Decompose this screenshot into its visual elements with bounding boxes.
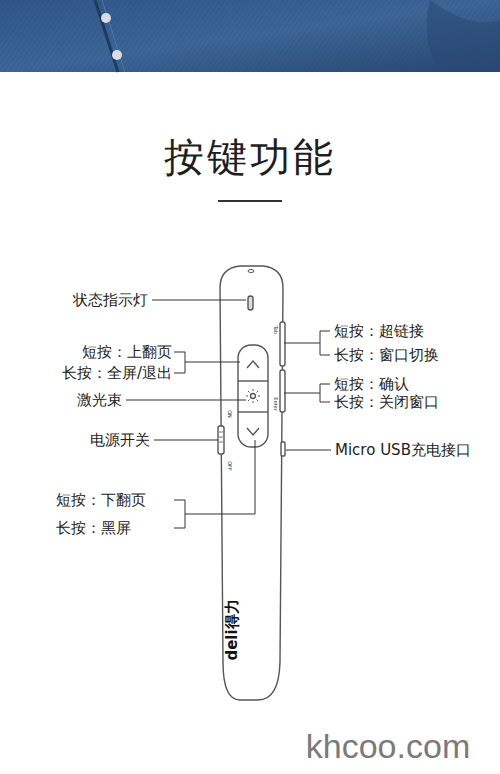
function-label: 短按：下翻页: [56, 493, 146, 508]
function-label: 长按：窗口切换: [334, 348, 439, 363]
function-label: 长按：关闭窗口: [334, 395, 439, 410]
watermark: khcoo.com: [306, 729, 470, 763]
part-label: Micro USB充电接口: [335, 443, 471, 458]
brand-logo: deli得力: [225, 599, 240, 660]
function-label: 长按：黑屏: [56, 521, 131, 536]
part-label: 激光束: [77, 393, 122, 408]
function-label: 短按：上翻页: [82, 345, 172, 360]
button-mark: Enter: [273, 397, 278, 410]
title: 按键功能: [164, 137, 336, 177]
switch-mark: ON: [227, 410, 232, 418]
switch-mark: OFF: [227, 461, 232, 471]
function-label: 长按：全屏/退出: [62, 366, 172, 381]
leader-lines: [126, 300, 331, 528]
title-rule: [218, 200, 282, 202]
part-label: 电源开关: [90, 433, 150, 448]
function-label: 短按：超链接: [334, 324, 424, 339]
part-label: 状态指示灯: [73, 293, 148, 308]
shirt-photo: [0, 0, 500, 72]
button-mark: Tab: [273, 326, 278, 334]
laser-pointer: [218, 266, 285, 700]
function-label: 短按：确认: [334, 377, 409, 392]
